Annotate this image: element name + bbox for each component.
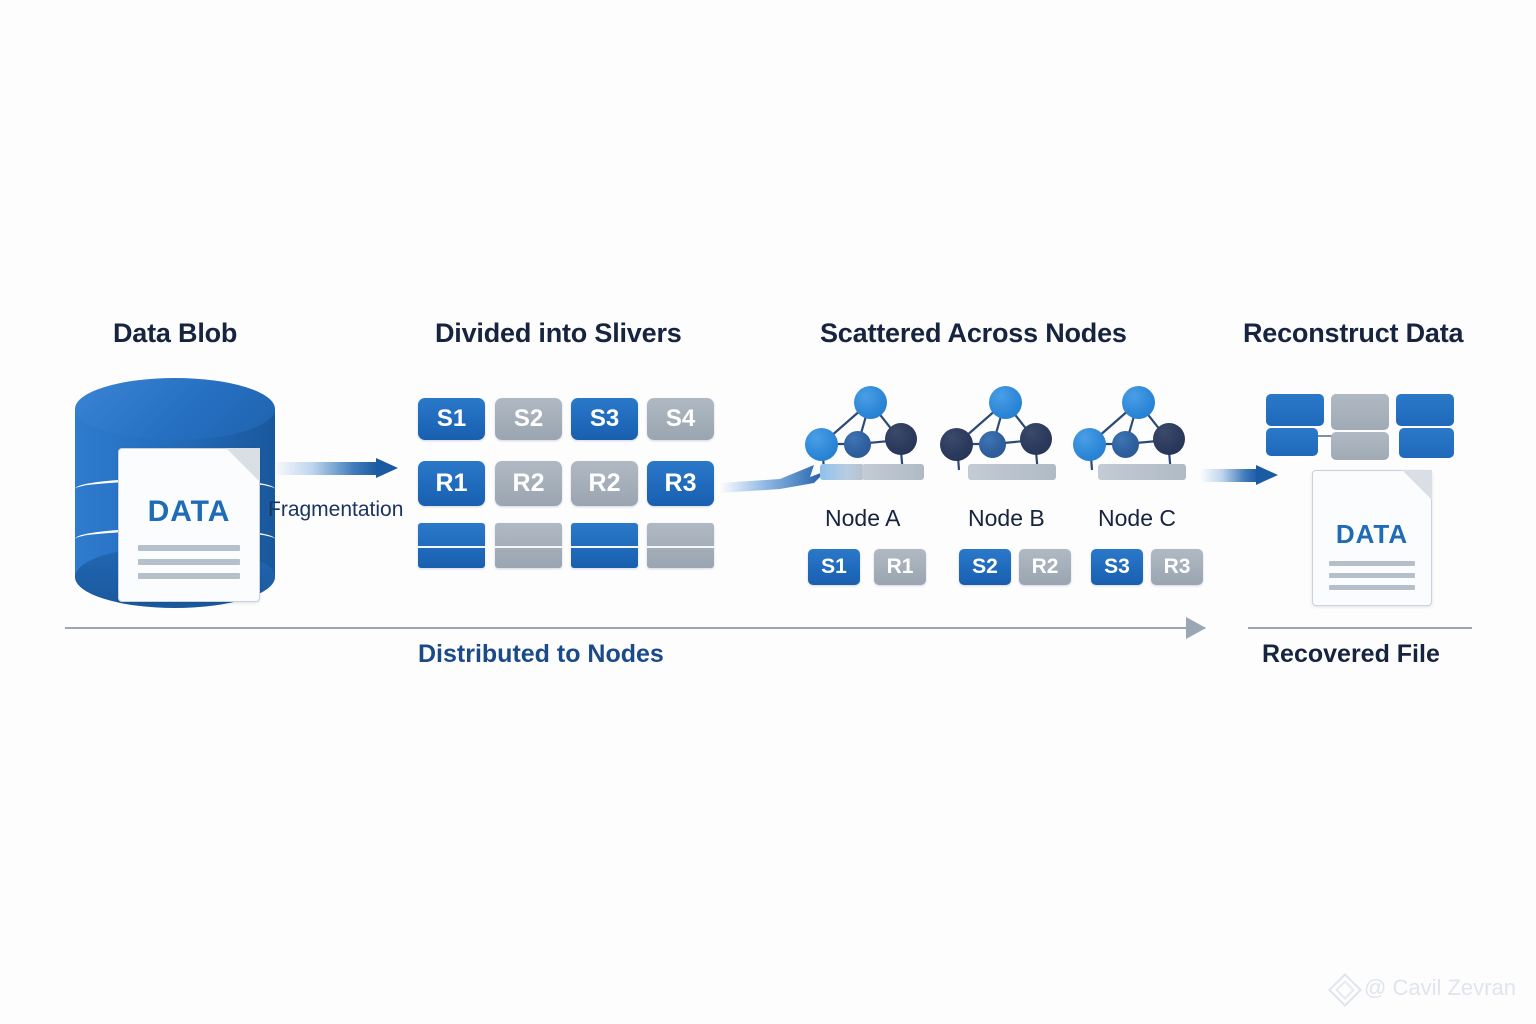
node-label-c: Node C	[1098, 505, 1176, 531]
sliver-tile-blank[interactable]	[647, 523, 714, 568]
node-chip-label: R2	[1031, 555, 1059, 578]
sliver-tile-label: S1	[436, 405, 467, 432]
node-chip-label: S1	[821, 555, 847, 578]
node-cluster-graph	[800, 378, 920, 488]
sliver-tile[interactable]: S1	[418, 398, 485, 440]
sliver-tile-blank[interactable]	[495, 523, 562, 568]
node-platform	[1098, 464, 1186, 480]
sliver-tile[interactable]: R2	[571, 461, 638, 506]
sliver-tile-blank[interactable]	[418, 523, 485, 568]
distribute-arrow-icon	[720, 465, 826, 493]
node-cluster-graph	[1068, 378, 1188, 488]
diamond-logo-icon	[1328, 973, 1362, 1007]
distributed-to-nodes-label: Distributed to Nodes	[418, 640, 664, 668]
section-title-reconstruct-data: Reconstruct Data	[1243, 318, 1464, 348]
node-chip-label: R1	[886, 555, 914, 578]
sliver-tile[interactable]: R2	[495, 461, 562, 506]
recovered-document-data-label: DATA	[1335, 519, 1409, 549]
node-chip[interactable]: S2	[959, 549, 1011, 585]
node-chip[interactable]: S3	[1091, 549, 1143, 585]
fragmentation-arrow-icon	[272, 458, 400, 478]
node-platform	[862, 464, 924, 480]
reconstruct-tile	[1266, 394, 1324, 426]
section-title-divided-into-slivers: Divided into Slivers	[435, 318, 682, 348]
sliver-tile[interactable]: S3	[571, 398, 638, 440]
data-document-icon: DATA	[118, 448, 260, 602]
sliver-tile[interactable]: S2	[495, 398, 562, 440]
reconstruct-tile	[1399, 428, 1454, 458]
timeline-axis	[65, 627, 1205, 629]
sliver-tile[interactable]: R3	[647, 461, 714, 506]
node-chip[interactable]: S1	[808, 549, 860, 585]
section-title-data-blob: Data Blob	[113, 318, 238, 348]
reconstruct-tile	[1396, 394, 1454, 426]
watermark-handle: @ Cavil Zevran	[1364, 975, 1516, 1000]
node-cluster-graph	[935, 378, 1055, 488]
sliver-tile-label: R2	[512, 469, 545, 497]
watermark: @ Cavil Zevran	[1328, 973, 1516, 1007]
node-label-b: Node B	[968, 505, 1045, 531]
sliver-tile[interactable]: S4	[647, 398, 714, 440]
fragmentation-label: Fragmentation	[268, 498, 404, 521]
recovered-document-icon: DATA	[1312, 470, 1432, 606]
node-chip[interactable]: R3	[1151, 549, 1203, 585]
recovered-file-label: Recovered File	[1262, 640, 1440, 668]
node-label-a: Node A	[825, 505, 901, 531]
timeline-arrowhead-icon	[1186, 617, 1206, 639]
recovered-underline	[1248, 627, 1472, 629]
sliver-tile-blank[interactable]	[571, 523, 638, 568]
sliver-tile-label: R3	[664, 469, 697, 497]
node-platform	[820, 464, 864, 480]
sliver-tile[interactable]: R1	[418, 461, 485, 506]
node-chip-label: R3	[1163, 555, 1191, 578]
sliver-tile-label: S2	[513, 405, 544, 432]
reconstruct-tile	[1331, 432, 1389, 460]
sliver-tile-label: R2	[588, 469, 621, 497]
section-title-scattered-across-nodes: Scattered Across Nodes	[820, 318, 1127, 348]
reconstruct-tile	[1331, 394, 1389, 430]
reconstruct-arrow-icon	[1200, 465, 1280, 485]
node-chip-label: S3	[1104, 555, 1130, 578]
reconstruct-tile	[1266, 428, 1318, 456]
sliver-tile-label: S3	[589, 405, 620, 432]
node-chip[interactable]: R2	[1019, 549, 1071, 585]
sliver-tile-label: S4	[665, 405, 696, 432]
sliver-tile-label: R1	[435, 469, 468, 497]
node-platform	[968, 464, 1056, 480]
document-data-label: DATA	[147, 495, 231, 528]
node-chip[interactable]: R1	[874, 549, 926, 585]
node-chip-label: S2	[972, 555, 998, 578]
